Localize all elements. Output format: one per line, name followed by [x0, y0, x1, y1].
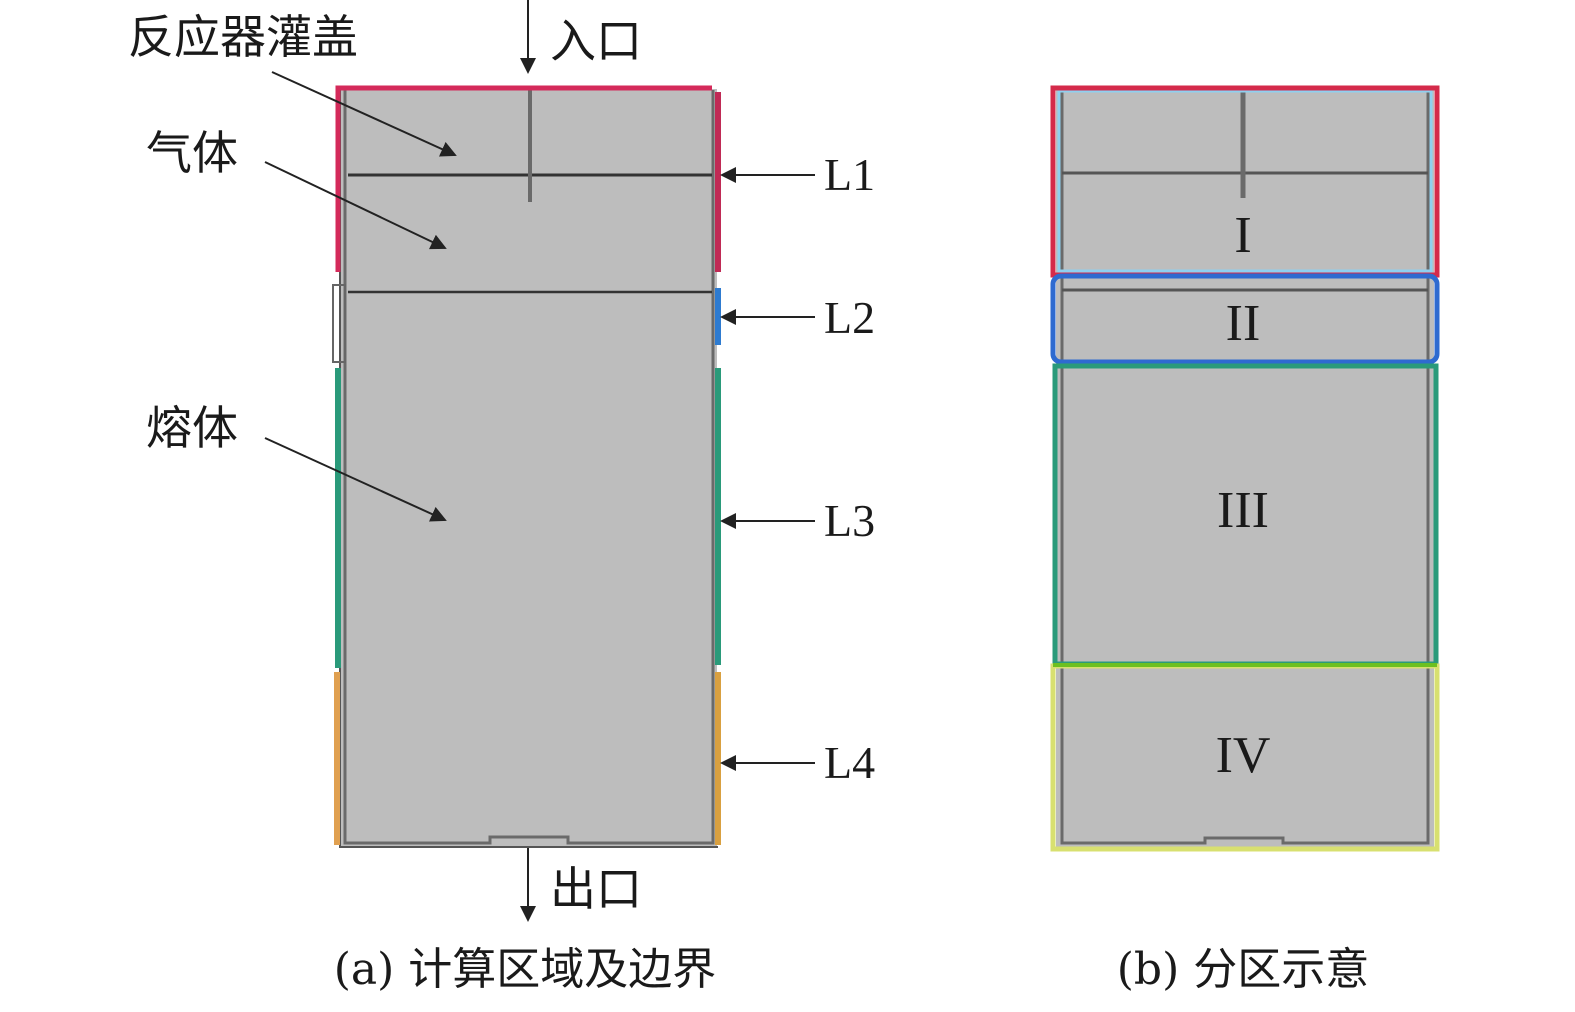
zone-II-label: II — [1225, 295, 1261, 352]
inlet-label: 入口 — [550, 14, 642, 68]
melt-leader — [264, 437, 447, 522]
caption-b: (b) 分区示意 — [1116, 944, 1370, 995]
left-step — [332, 284, 346, 363]
gas-label: 气体 — [146, 126, 238, 180]
zone-IV-label: IV — [1215, 727, 1271, 784]
lid-label: 反应器灌盖 — [128, 10, 358, 64]
zone-diagram — [1056, 89, 1434, 847]
gas-leader — [264, 161, 447, 250]
caption-a: (a) 计算区域及边界 — [333, 944, 717, 995]
L3-label: L3 — [824, 495, 876, 546]
zone-III-label: III — [1217, 482, 1269, 539]
outlet-label: 出口 — [550, 862, 642, 916]
boundary-L3 — [335, 368, 721, 668]
L1-label: L1 — [824, 149, 876, 200]
boundary-L1 — [335, 85, 721, 272]
lid-leader — [271, 71, 457, 157]
zone-II-outline — [1050, 273, 1440, 365]
L2-label: L2 — [824, 292, 876, 343]
L4-label: L4 — [824, 737, 876, 788]
zone-I-label: I — [1234, 207, 1252, 264]
computational-domain — [332, 89, 718, 848]
boundary-L4 — [334, 672, 721, 845]
melt-label: 熔体 — [146, 401, 238, 455]
